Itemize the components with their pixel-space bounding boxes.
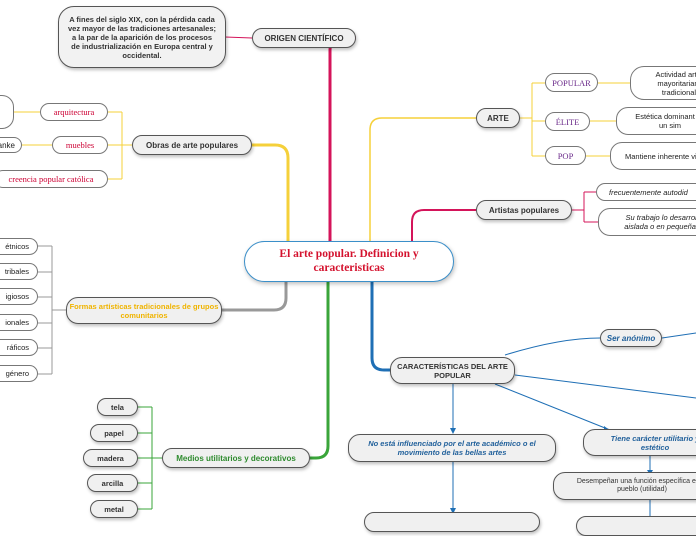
artista-item-autodidacta[interactable]: frecuentemente autodid <box>596 183 696 201</box>
obras-arte-populares-node[interactable]: Obras de arte populares <box>132 135 252 155</box>
link-medios <box>310 282 330 460</box>
forma-item-tribales[interactable]: tribales <box>0 263 38 280</box>
artistas-populares-node[interactable]: Artistas populares <box>476 200 572 220</box>
arte-elite-desc[interactable]: Estética dominant es un sim <box>616 107 696 135</box>
link-origen-desc <box>224 36 253 39</box>
arte-item-pop[interactable]: POP <box>545 146 586 165</box>
obra-item-muebles[interactable]: muebles <box>52 136 108 154</box>
medio-item-tela[interactable]: tela <box>97 398 138 416</box>
medio-item-metal[interactable]: metal <box>90 500 138 518</box>
link-caracteristicas <box>370 282 390 372</box>
forma-item-geograficos[interactable]: ráficos <box>0 339 38 356</box>
arte-popular-desc[interactable]: Actividad artís mayoritariam tradicional <box>630 66 696 100</box>
artista-item-aislada[interactable]: Su trabajo lo desarroll aislada o en peq… <box>598 208 696 236</box>
central-topic[interactable]: El arte popular. Definicion y caracteris… <box>244 241 454 282</box>
obra-item-creencia[interactable]: creencia popular católica <box>0 170 108 188</box>
medio-item-papel[interactable]: papel <box>90 424 138 442</box>
medio-item-arcilla[interactable]: arcilla <box>87 474 138 492</box>
arte-item-popular[interactable]: POPULAR <box>545 73 598 92</box>
formas-artisticas-node[interactable]: Formas artísticas tradicionales de grupo… <box>66 297 222 324</box>
forma-item-religiosos[interactable]: igiosos <box>0 288 38 305</box>
link-arte <box>369 117 476 250</box>
link-origen <box>328 36 356 245</box>
caracteristica-anonimo[interactable]: Ser anónimo <box>600 329 662 347</box>
forma-item-etnicos[interactable]: étnicos <box>0 238 38 255</box>
connection-lines <box>14 36 696 516</box>
caracteristicas-node[interactable]: CARACTERÍSTICAS DEL ARTE POPULAR <box>390 357 515 384</box>
link-formas <box>222 282 288 312</box>
arte-node[interactable]: ARTE <box>476 108 520 128</box>
link-obras <box>252 143 290 250</box>
link-artistas <box>411 209 476 244</box>
arte-item-elite[interactable]: ÉLITE <box>545 112 590 131</box>
forma-item-genero[interactable]: género <box>0 365 38 382</box>
forma-item-nacionales[interactable]: ionales <box>0 314 38 331</box>
medio-item-madera[interactable]: madera <box>83 449 138 467</box>
caracteristica-funcion[interactable]: Desempeñan una función específica e del … <box>553 472 696 500</box>
bottom-node-partial[interactable] <box>364 512 540 532</box>
caracteristica-academico[interactable]: No está influenciado por el arte académi… <box>348 434 556 462</box>
obra-item-arquitectura[interactable]: arquitectura <box>40 103 108 121</box>
caracteristica-utilitario[interactable]: Tiene carácter utilitario y estético <box>583 429 696 456</box>
bottom-right-node-partial[interactable] <box>576 516 696 536</box>
arte-pop-desc[interactable]: Mantiene inherente vi <box>610 142 696 170</box>
origen-description[interactable]: A fines del siglo XIX, con la pérdida ca… <box>58 6 226 68</box>
medios-utilitarios-node[interactable]: Medios utilitarios y decorativos <box>162 448 310 468</box>
origen-cientifico-node[interactable]: ORIGEN CIENTÍFICO <box>252 28 356 48</box>
